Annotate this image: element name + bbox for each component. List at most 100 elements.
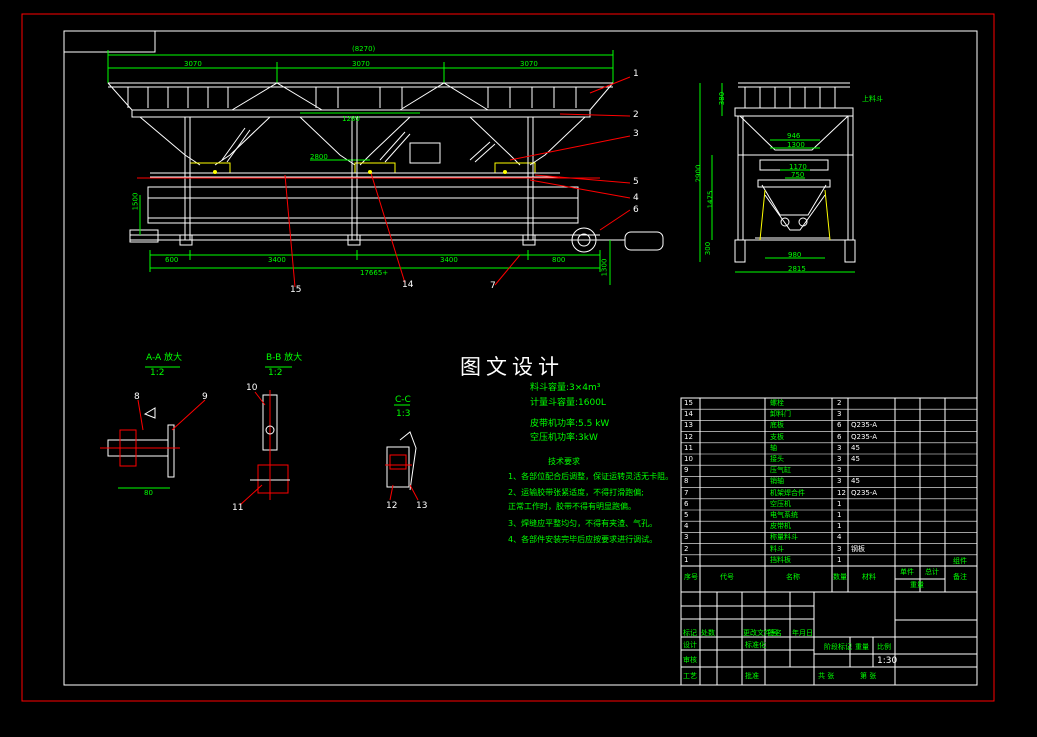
bom-cell-mat: Q235-A: [851, 488, 878, 497]
balloon-14: 14: [402, 280, 414, 290]
corner-box: [63, 30, 156, 53]
side-dim-bottom-h: 300: [704, 241, 713, 256]
bom-cell-qty: 3: [837, 477, 842, 486]
bom-cell-mat: Q235-A: [851, 432, 878, 441]
tb-craft: 工艺: [683, 672, 697, 680]
section-c-scale: 1:3: [396, 409, 411, 419]
tech-req-item-3: 正常工作时，胶带不得有明显跑偏。: [508, 502, 636, 511]
bom-cell-name: 卸料门: [770, 410, 791, 419]
bom-cell-mat: 45: [851, 455, 860, 463]
bom-cell-name: 螺栓: [770, 399, 784, 407]
dim-total-top: (8270): [352, 45, 376, 53]
bom-row-lines: [681, 408, 977, 556]
bom-cell-name: 轴: [770, 443, 777, 452]
dim-b3: 3400: [440, 256, 458, 264]
dim-mid-a: 2800: [310, 153, 328, 161]
side-dim-base-w2: 2815: [788, 265, 806, 273]
tech-req-item-1: 1、各部位配合后调整，保证运转灵活无卡阻。: [508, 472, 674, 481]
bom-cell-no: 14: [684, 410, 693, 419]
dim-right-h: 1300: [600, 258, 609, 277]
section-a-scale: 1:2: [150, 368, 165, 378]
spec-line-4: 空压机功率:3kW: [530, 433, 598, 443]
balloon-9: 9: [202, 392, 208, 402]
balloon-15: 15: [290, 285, 302, 295]
section-c-c-drawing: [385, 404, 419, 501]
tb-design: 设计: [683, 641, 697, 649]
watermark-text: 图文设计: [460, 355, 564, 379]
tb-sheet: 第 张: [860, 672, 877, 680]
tech-req-item-2: 2、运输胶带张紧适度，不得打滑跑偏;: [508, 488, 644, 497]
bom-cell-qty: 3: [837, 455, 842, 463]
balloon-6: 6: [633, 205, 639, 215]
bom-cell-name: 机架焊合件: [770, 488, 805, 497]
balloon-10: 10: [246, 383, 258, 393]
bom-cell-name: 料斗: [770, 544, 784, 553]
section-a-title: A-A 放大: [146, 353, 183, 363]
bom-cell-qty: 4: [837, 533, 842, 542]
tb-approve: 批准: [745, 672, 759, 680]
bom-cell-no: 2: [684, 544, 689, 553]
bom-cell-qty: 1: [837, 499, 842, 508]
bom-cell-name: 挡料板: [770, 555, 791, 564]
tb-count: 处数: [701, 629, 715, 637]
tb-scale-value: 1:30: [877, 656, 898, 666]
outer-border: [21, 13, 995, 702]
section-b-b-drawing: [239, 366, 292, 506]
spec-line-2: 计量斗容量:1600L: [530, 398, 606, 408]
bom-cell-no: 11: [684, 443, 693, 452]
spec-line-3: 皮带机功率:5.5 kW: [530, 419, 610, 429]
tech-req-item-4: 3、焊缝应平整均匀，不得有夹渣、气孔。: [508, 519, 658, 528]
dim-b4: 800: [552, 256, 566, 264]
bom-cell-name: 电气系统: [770, 511, 798, 519]
bom-cell-no: 9: [684, 466, 689, 475]
balloon-13: 13: [416, 501, 428, 511]
bom-extra-note: 组件: [953, 557, 967, 565]
section-c-title: C-C: [395, 395, 411, 405]
bom-cell-no: 6: [684, 499, 689, 508]
bom-header-unit-w: 单件: [900, 568, 914, 576]
tb-change-doc: 更改文件号: [743, 629, 778, 637]
side-view-label: 上料斗: [862, 95, 883, 103]
bom-cell-qty: 3: [837, 544, 842, 553]
bom-cell-name: 底板: [770, 421, 784, 430]
bom-cell-qty: 3: [837, 410, 842, 419]
balloon-12: 12: [386, 501, 398, 511]
bom-cell-no: 13: [684, 421, 693, 430]
balloon-11: 11: [232, 503, 244, 513]
tech-req-item-5: 4、各部件安装完毕后应按要求进行调试。: [508, 535, 658, 544]
dim-seg2: 3070: [352, 60, 370, 68]
bom-cell-qty: 1: [837, 522, 842, 531]
balloon-7: 7: [490, 281, 496, 291]
balloon-8: 8: [134, 392, 140, 402]
bom-cell-qty: 12: [837, 488, 846, 497]
bom-cell-name: 空压机: [770, 499, 791, 508]
bom-cell-no: 15: [684, 399, 693, 407]
bom-cell-no: 7: [684, 488, 689, 497]
side-dim-top-h: 380: [718, 91, 727, 106]
main-elevation-view: [107, 50, 664, 288]
bom-cell-mat: 钢板: [851, 544, 865, 553]
balloon-3: 3: [633, 129, 639, 139]
dim-seg3: 3070: [520, 60, 538, 68]
bom-cell-mat: 45: [851, 477, 860, 486]
section-b-title: B-B 放大: [266, 353, 303, 363]
spec-line-1: 料斗容量:3×4m³: [530, 383, 601, 393]
dim-total-bottom: 17665+: [360, 269, 389, 277]
bom-cell-qty: 1: [837, 511, 842, 519]
side-dim-w3: 1170: [789, 163, 807, 171]
dim-b1: 600: [165, 256, 179, 264]
section-b-scale: 1:2: [268, 368, 283, 378]
side-dim-w4: 750: [791, 171, 805, 179]
tb-date: 年月日: [792, 629, 813, 637]
balloon-5: 5: [633, 177, 639, 187]
bom-header-qty: 数量: [833, 573, 847, 581]
bom-cell-qty: 3: [837, 466, 842, 475]
side-dim-w1: 946: [787, 132, 801, 140]
dim-height-a: 1500: [131, 192, 140, 211]
bom-cell-name: 压气缸: [770, 466, 791, 475]
side-dim-w2: 1300: [787, 141, 805, 149]
bom-cell-no: 5: [684, 511, 689, 519]
tb-stage: 阶段标记: [824, 643, 852, 651]
bom-cell-qty: 6: [837, 432, 842, 441]
